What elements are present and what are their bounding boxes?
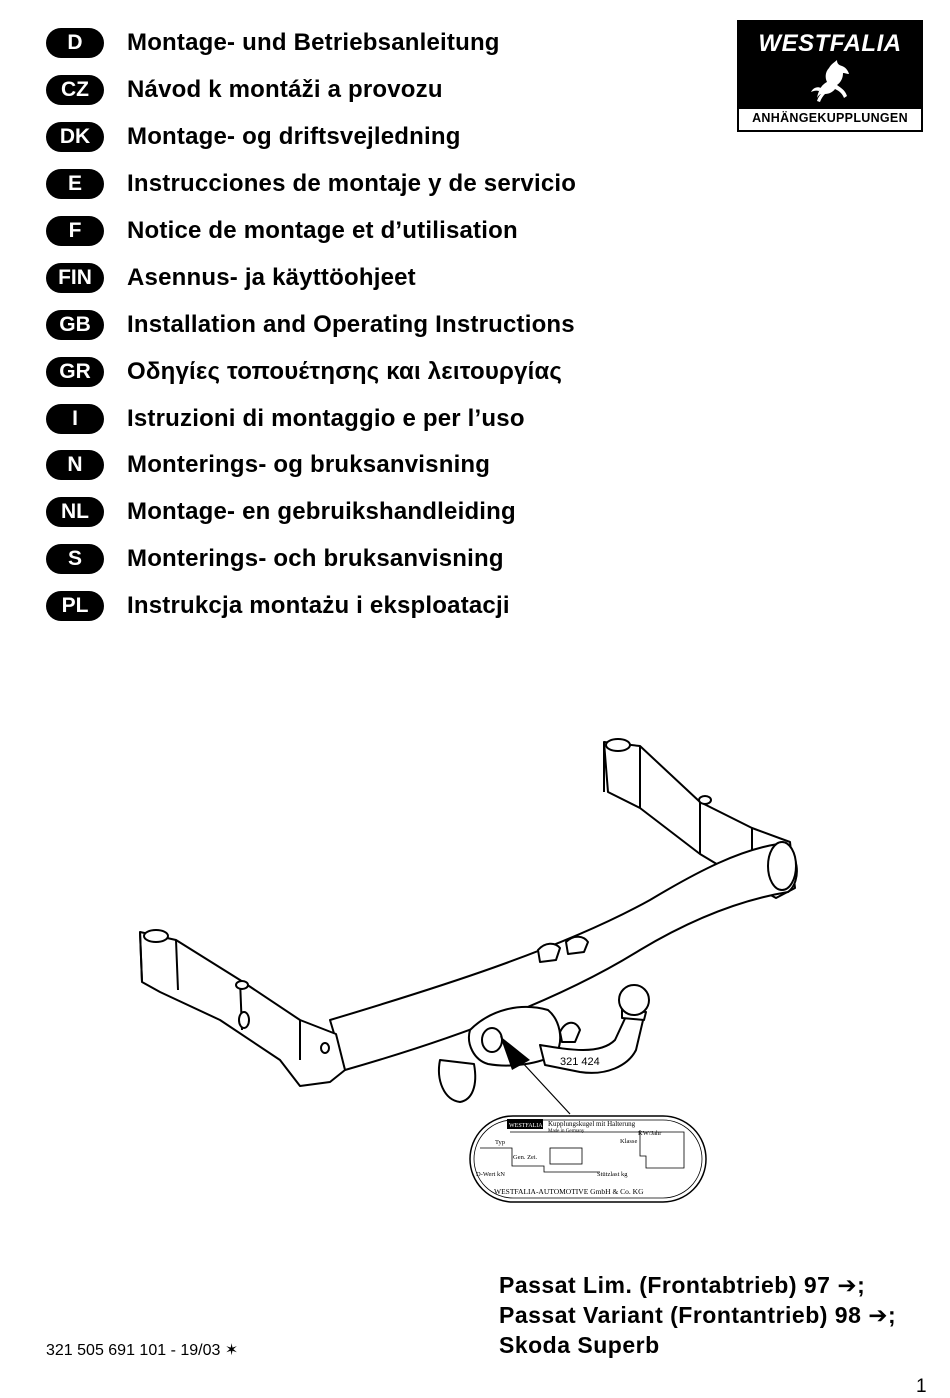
language-title: Installation and Operating Instructions [127, 310, 575, 338]
pointer-arrow [500, 1036, 530, 1070]
page-number: 1 [916, 1376, 927, 1397]
language-title: Οδηγίες τοπουέτησης και λειτουργίας [127, 357, 563, 385]
plate-brand: WESTFALIA [509, 1123, 543, 1129]
document-number: 321 505 691 101 - 19/03 ✶ [46, 1342, 239, 1359]
language-title: Asennus- ja käyttöohjeet [127, 263, 416, 291]
tow-bar-drawing: 321 424 WESTFALIA Kupplungskugel mit Hal… [139, 738, 798, 1203]
plate-gen-zei: Gen. Zei. [513, 1154, 538, 1161]
westfalia-logo: WESTFALIA ANHÄNGEKUPPLUNGEN [737, 20, 923, 132]
language-row: D Montage- und Betriebsanleitung [46, 20, 646, 67]
language-code-badge: S [46, 544, 104, 575]
language-code-badge: PL [46, 591, 104, 622]
language-title: Instrucciones de montaje y de servicio [127, 170, 577, 198]
left-mount-bracket [139, 931, 346, 1087]
language-row: CZ Návod k montáži a provozu [46, 67, 646, 114]
language-code-badge: DK [46, 122, 104, 153]
coupling-ball [618, 984, 650, 1016]
language-title: Instrukcja montażu i eksploatacji [127, 592, 510, 620]
model-line: Passat Variant (Frontantrieb) 98 ➔; [499, 1302, 897, 1328]
language-row: I Istruzioni di montaggio e per l’uso [46, 395, 646, 442]
language-title: Monterings- og bruksanvisning [127, 451, 491, 479]
language-row: GR Οδηγίες τοπουέτησης και λειτουργίας [46, 348, 646, 395]
language-code-badge: I [46, 403, 104, 434]
language-row: F Notice de montage et d’utilisation [46, 208, 646, 255]
horse-icon [811, 60, 849, 102]
part-number-label: 321 424 [560, 1056, 600, 1068]
language-code-badge: E [46, 169, 104, 200]
plate-kw-jahr: KW/Jahr [638, 1130, 662, 1137]
plate-heading: Kupplungskugel mit Halterung [548, 1120, 636, 1128]
language-title: Monterings- och bruksanvisning [127, 545, 504, 573]
language-code-badge: FIN [46, 262, 104, 293]
model-line: Passat Lim. (Frontabtrieb) 97 ➔; [499, 1272, 866, 1298]
plate-typ: Typ [495, 1139, 505, 1146]
language-title: Montage- en gebruikshandleiding [127, 498, 516, 526]
logo-brand: WESTFALIA [758, 30, 902, 57]
plate-klasse: Klasse [620, 1138, 637, 1145]
language-row: N Monterings- og bruksanvisning [46, 442, 646, 489]
language-code-badge: GB [46, 309, 104, 340]
language-row: E Instrucciones de montaje y de servicio [46, 161, 646, 208]
language-row: PL Instrukcja montażu i eksploatacji [46, 583, 646, 630]
language-row: S Monterings- och bruksanvisning [46, 536, 646, 583]
language-code-badge: N [46, 450, 104, 481]
language-code-badge: F [46, 216, 104, 246]
language-title: Návod k montáži a provozu [127, 76, 443, 104]
language-row: NL Montage- en gebruikshandleiding [46, 489, 646, 536]
language-title: Montage- og driftsvejledning [127, 123, 461, 151]
plate-stuetzlast: Stützlast kg [597, 1171, 628, 1178]
logo-subtitle: ANHÄNGEKUPPLUNGEN [752, 111, 908, 125]
plate-made-in: Made in Germany [548, 1129, 585, 1134]
type-plate: WESTFALIA Kupplungskugel mit Halterung M… [469, 1115, 707, 1203]
language-row: DK Montage- og driftsvejledning [46, 114, 646, 161]
language-title: Istruzioni di montaggio e per l’uso [127, 404, 525, 432]
language-code-badge: D [46, 28, 104, 59]
language-list: D Montage- und Betriebsanleitung CZ Návo… [46, 20, 646, 630]
language-title: Notice de montage et d’utilisation [127, 217, 518, 244]
plate-d-wert: D-Wert kN [476, 1171, 505, 1178]
logo-banner [739, 22, 921, 109]
plate-manufacturer: WESTFALIA-AUTOMOTIVE GmbH & Co. KG [494, 1187, 644, 1196]
language-title: Montage- und Betriebsanleitung [127, 29, 500, 57]
language-code-badge: NL [46, 497, 104, 528]
vehicle-models: Passat Lim. (Frontabtrieb) 97 ➔; Passat … [499, 1270, 896, 1360]
language-code-badge: GR [46, 356, 104, 387]
language-row: FIN Asennus- ja käyttöohjeet [46, 254, 646, 301]
language-code-badge: CZ [46, 75, 104, 106]
model-line: Skoda Superb [499, 1332, 660, 1358]
language-row: GB Installation and Operating Instructio… [46, 301, 646, 348]
